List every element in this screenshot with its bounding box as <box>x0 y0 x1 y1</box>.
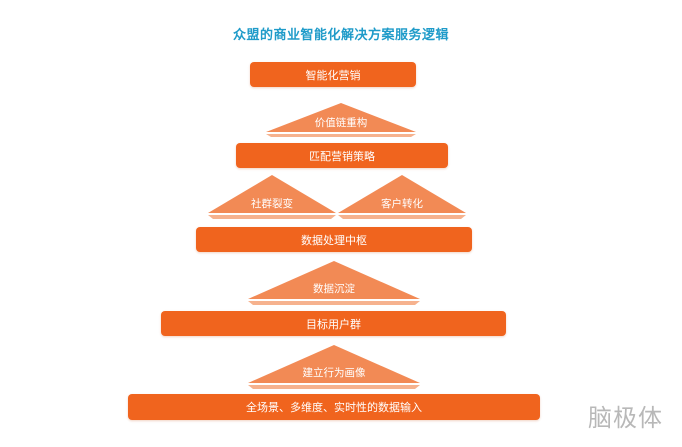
triangle-behavior-profile: 建立行为画像 <box>248 345 420 389</box>
triangle-data-accumulation: 数据沉淀 <box>248 261 420 305</box>
triangle-label: 建立行为画像 <box>302 367 366 379</box>
triangle-shape-icon <box>248 345 420 389</box>
triangle-shape-icon <box>266 103 416 137</box>
triangle-label: 数据沉淀 <box>313 283 355 295</box>
bar-target-users: 目标用户群 <box>161 311 506 336</box>
bar-data-hub: 数据处理中枢 <box>196 227 472 252</box>
triangle-customer-conversion: 客户转化 <box>338 175 466 219</box>
bar-smart-marketing: 智能化营销 <box>250 62 416 87</box>
bar-matching-strategy: 匹配营销策略 <box>236 143 448 168</box>
watermark: 脑极体 <box>588 404 663 432</box>
diagram-title: 众盟的商业智能化解决方案服务逻辑 <box>232 28 449 43</box>
triangle-value-chain: 价值链重构 <box>266 103 416 137</box>
bar-data-input: 全场景、多维度、实时性的数据输入 <box>128 394 540 420</box>
triangle-community-fission: 社群裂变 <box>208 175 336 219</box>
triangle-label: 价值链重构 <box>314 117 368 129</box>
triangle-shape-icon <box>248 261 420 305</box>
triangle-shape-icon <box>338 175 466 219</box>
triangle-shape-icon <box>208 175 336 219</box>
triangle-label: 客户转化 <box>381 198 423 210</box>
triangle-label: 社群裂变 <box>251 198 293 210</box>
